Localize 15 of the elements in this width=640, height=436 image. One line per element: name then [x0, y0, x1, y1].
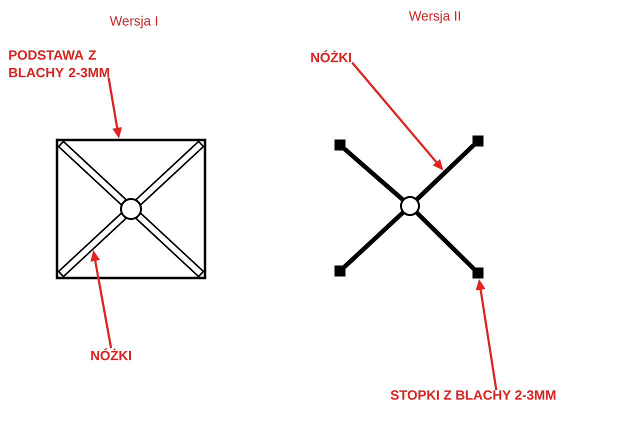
- base-plate: [56, 138, 206, 280]
- foot-pad: [472, 268, 484, 278]
- leg: [342, 210, 405, 269]
- callout-text: NÓŻKI: [311, 50, 351, 62]
- foot-pad: [334, 266, 346, 276]
- leg: [414, 144, 476, 202]
- version-title: Wersja II: [408, 10, 460, 24]
- callout-text: PODSTAWA Z BLACHY 2-3MM: [9, 50, 110, 78]
- foot-pad: [472, 136, 484, 146]
- leg: [414, 210, 476, 270]
- callout-text: NÓŻKI: [91, 348, 131, 360]
- version-title: Wersja I: [110, 16, 158, 28]
- foot-pad: [334, 140, 346, 150]
- callout-text: STOPKI Z BLACHY 2-3MM: [390, 390, 556, 400]
- leg: [343, 147, 405, 202]
